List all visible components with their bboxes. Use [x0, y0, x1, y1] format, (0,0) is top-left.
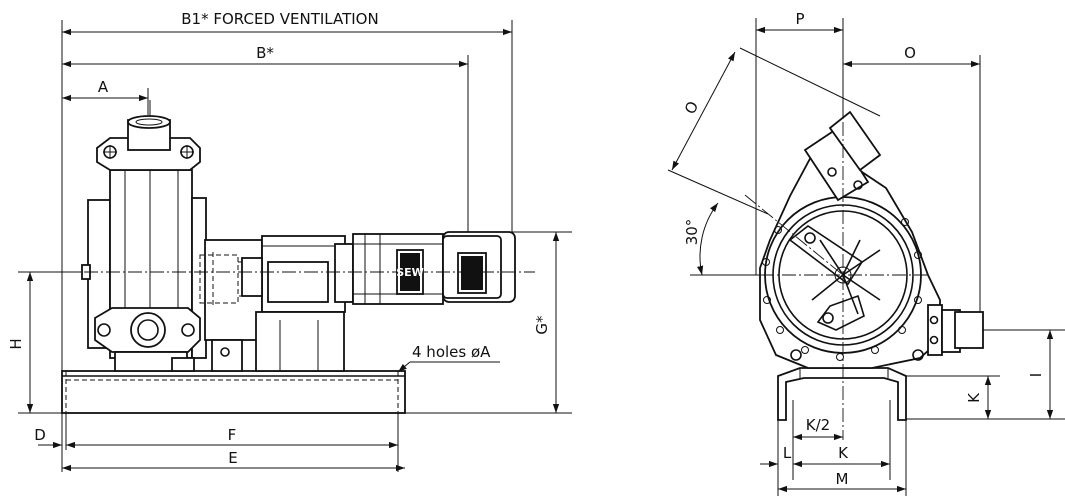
diagonal-centre-line	[744, 194, 844, 276]
pump-feet	[777, 367, 907, 421]
dim-k-half-label: K/2	[806, 416, 830, 434]
dim-m-label: M	[836, 470, 849, 488]
motor-logo-text: SEW	[396, 266, 424, 279]
angle-label: 30°	[683, 219, 701, 246]
dim-e-label: E	[228, 449, 237, 467]
front-view	[667, 18, 1065, 496]
dim-b-label: B*	[256, 44, 274, 62]
gearbox	[241, 235, 346, 372]
dim-p-label: P	[795, 10, 804, 28]
motor	[334, 231, 516, 305]
dim-b1-label: B1* FORCED VENTILATION	[181, 10, 378, 28]
holes-note: 4 holes øA	[412, 343, 491, 361]
pump-body	[81, 100, 207, 372]
dim-h-label: H	[7, 338, 25, 349]
dim-o-top-label: O	[904, 44, 916, 62]
front-dimensions	[667, 26, 1054, 493]
base-plate	[61, 370, 406, 414]
dim-k-bottom-label: K	[838, 444, 849, 462]
side-view	[18, 20, 572, 472]
dim-l-label: L	[783, 444, 792, 462]
dim-k-right-label: K	[965, 392, 983, 403]
side-port	[927, 304, 984, 356]
dim-o-diag-label: O	[681, 98, 702, 117]
dim-f-label: F	[228, 426, 237, 444]
side-dimensions	[26, 28, 560, 472]
dim-d-label: D	[34, 426, 46, 444]
dim-i-label: I	[1027, 373, 1045, 377]
dim-g-label: G*	[533, 315, 551, 335]
dim-a-label: A	[98, 78, 109, 96]
labels: B1* FORCED VENTILATION B* A H G* D F E 4…	[7, 10, 1045, 488]
